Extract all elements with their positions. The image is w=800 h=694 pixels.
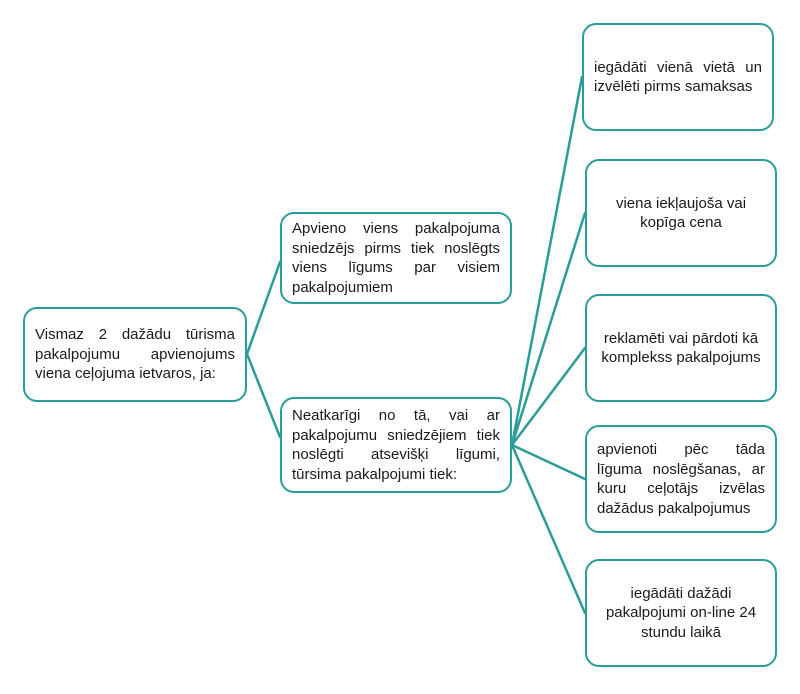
- root-node-text: Vismaz 2 dažādu tūrisma pakalpojumu apvi…: [35, 326, 235, 383]
- leaf-node-2: viena iekļaujoša vai kopīga cena: [585, 159, 777, 267]
- connector-b-leaf-4: [510, 443, 587, 481]
- leaf-node-1-text: iegādāti vienā vietā un izvēlēti pirms s…: [594, 58, 762, 96]
- branch-node-a: Apvieno viens pakalpojuma sniedzējs pirm…: [280, 212, 512, 304]
- leaf-node-5: iegādāti dažādi pakalpojumi on-line 24 s…: [585, 559, 777, 667]
- leaf-node-1: iegādāti vienā vietā un izvēlēti pirms s…: [582, 23, 774, 131]
- connector-root-a: [245, 260, 282, 356]
- leaf-node-4: apvienoti pēc tāda līguma noslēgšanas, a…: [585, 425, 777, 533]
- connector-b-leaf-1: [510, 75, 584, 447]
- leaf-node-3-text: reklamēti vai pārdoti kā komplekss pakal…: [601, 329, 761, 367]
- branch-node-b: Neatkarīgi no tā, vai ar pakalpojumu sni…: [280, 397, 512, 493]
- connector-b-leaf-2: [510, 211, 587, 447]
- leaf-node-5-text: iegādāti dažādi pakalpojumi on-line 24 s…: [605, 584, 757, 641]
- leaf-node-2-text: viena iekļaujoša vai kopīga cena: [615, 194, 747, 232]
- connector-root-b: [245, 352, 282, 439]
- branch-node-a-text: Apvieno viens pakalpojuma sniedzējs pirm…: [292, 220, 500, 296]
- connector-b-leaf-3: [510, 346, 587, 447]
- branch-node-b-text: Neatkarīgi no tā, vai ar pakalpojumu sni…: [292, 407, 500, 483]
- connector-b-leaf-5: [510, 443, 587, 615]
- leaf-node-4-text: apvienoti pēc tāda līguma noslēgšanas, a…: [597, 441, 765, 517]
- root-node: Vismaz 2 dažādu tūrisma pakalpojumu apvi…: [23, 307, 247, 402]
- leaf-node-3: reklamēti vai pārdoti kā komplekss pakal…: [585, 294, 777, 402]
